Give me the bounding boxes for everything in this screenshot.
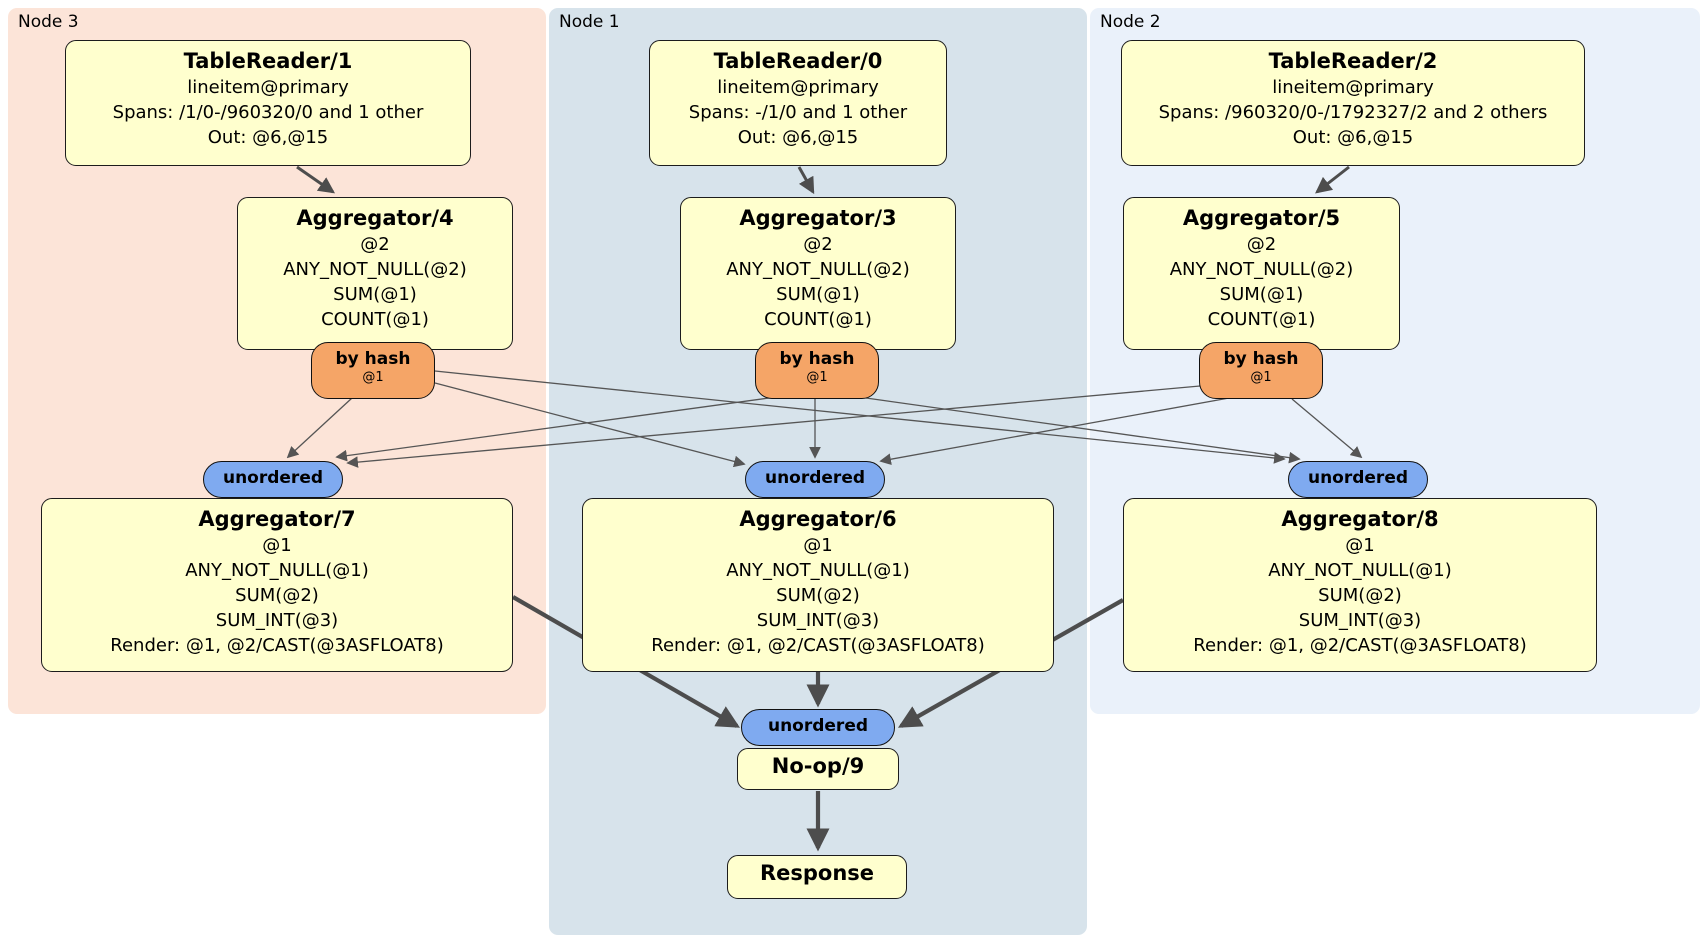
processor-detail: SUM_INT(@3) xyxy=(756,610,880,631)
router-label: by hash xyxy=(335,349,411,369)
processor-detail: COUNT(@1) xyxy=(764,309,872,330)
processor-response: Response xyxy=(727,855,907,899)
router-by-hash-left: by hash @1 xyxy=(311,342,435,399)
processor-detail: ANY_NOT_NULL(@1) xyxy=(1268,560,1452,581)
processor-detail: SUM_INT(@3) xyxy=(215,610,339,631)
processor-aggregator-5: Aggregator/5 @2 ANY_NOT_NULL(@2) SUM(@1)… xyxy=(1123,197,1400,350)
processor-title: No-op/9 xyxy=(771,754,865,778)
processor-title: TableReader/0 xyxy=(713,49,883,73)
processor-detail: Render: @1, @2/CAST(@3ASFLOAT8) xyxy=(1193,635,1527,656)
processor-title: TableReader/1 xyxy=(183,49,353,73)
processor-detail: lineitem@primary xyxy=(717,77,879,98)
processor-title: TableReader/2 xyxy=(1268,49,1438,73)
processor-detail: Spans: /1/0-/960320/0 and 1 other xyxy=(112,102,424,123)
processor-detail: ANY_NOT_NULL(@2) xyxy=(726,259,910,280)
processor-aggregator-3: Aggregator/3 @2 ANY_NOT_NULL(@2) SUM(@1)… xyxy=(680,197,956,350)
processor-detail: COUNT(@1) xyxy=(1207,309,1316,330)
processor-title: Aggregator/8 xyxy=(1281,507,1439,531)
processor-detail: Render: @1, @2/CAST(@3ASFLOAT8) xyxy=(651,635,985,656)
processor-detail: SUM(@2) xyxy=(1318,585,1402,606)
processor-detail: SUM(@1) xyxy=(776,284,860,305)
router-columns: @1 xyxy=(362,370,384,385)
processor-detail: COUNT(@1) xyxy=(321,309,429,330)
stream-unordered-middle: unordered xyxy=(745,461,885,498)
processor-noop-9: No-op/9 xyxy=(737,748,899,790)
stream-unordered-final: unordered xyxy=(741,709,895,746)
processor-aggregator-4: Aggregator/4 @2 ANY_NOT_NULL(@2) SUM(@1)… xyxy=(237,197,513,350)
processor-tablereader-1: TableReader/1 lineitem@primary Spans: /1… xyxy=(65,40,471,166)
processor-title: Aggregator/4 xyxy=(296,206,454,230)
processor-aggregator-8: Aggregator/8 @1 ANY_NOT_NULL(@1) SUM(@2)… xyxy=(1123,498,1597,672)
processor-title: Aggregator/6 xyxy=(739,507,897,531)
processor-tablereader-0: TableReader/0 lineitem@primary Spans: -/… xyxy=(649,40,947,166)
processor-title: Response xyxy=(759,861,875,885)
processor-detail: lineitem@primary xyxy=(187,77,349,98)
stream-unordered-right: unordered xyxy=(1288,461,1428,498)
processor-detail: @1 xyxy=(803,535,833,556)
processor-title: Aggregator/3 xyxy=(739,206,897,230)
processor-detail: SUM(@2) xyxy=(235,585,319,606)
processor-detail: Render: @1, @2/CAST(@3ASFLOAT8) xyxy=(110,635,444,656)
processor-title: Aggregator/7 xyxy=(198,507,356,531)
region-label-node3: Node 3 xyxy=(18,12,79,32)
processor-detail: Spans: -/1/0 and 1 other xyxy=(688,102,908,123)
processor-title: Aggregator/5 xyxy=(1182,206,1341,230)
processor-detail: Out: @6,@15 xyxy=(737,127,859,148)
processor-detail: Out: @6,@15 xyxy=(207,127,329,148)
processor-aggregator-6: Aggregator/6 @1 ANY_NOT_NULL(@1) SUM(@2)… xyxy=(582,498,1054,672)
router-columns: @1 xyxy=(1250,370,1272,385)
processor-detail: ANY_NOT_NULL(@1) xyxy=(726,560,910,581)
region-label-node1: Node 1 xyxy=(559,12,620,32)
router-by-hash-middle: by hash @1 xyxy=(755,342,879,399)
processor-detail: SUM(@1) xyxy=(1219,284,1304,305)
processor-detail: ANY_NOT_NULL(@1) xyxy=(185,560,369,581)
processor-detail: @2 xyxy=(803,234,833,255)
processor-detail: @2 xyxy=(360,234,390,255)
processor-detail: SUM(@2) xyxy=(776,585,860,606)
processor-detail: @2 xyxy=(1246,234,1277,255)
processor-detail: @1 xyxy=(1345,535,1375,556)
router-columns: @1 xyxy=(806,370,828,385)
processor-detail: ANY_NOT_NULL(@2) xyxy=(1169,259,1354,280)
processor-detail: SUM(@1) xyxy=(333,284,417,305)
processor-detail: ANY_NOT_NULL(@2) xyxy=(283,259,467,280)
stream-unordered-left: unordered xyxy=(203,461,343,498)
processor-detail: Out: @6,@15 xyxy=(1292,127,1414,148)
processor-detail: SUM_INT(@3) xyxy=(1298,610,1422,631)
processor-detail: @1 xyxy=(262,535,292,556)
processor-detail: lineitem@primary xyxy=(1272,77,1434,98)
processor-aggregator-7: Aggregator/7 @1 ANY_NOT_NULL(@1) SUM(@2)… xyxy=(41,498,513,672)
region-label-node2: Node 2 xyxy=(1100,12,1161,32)
router-label: by hash xyxy=(1223,349,1299,369)
processor-detail: Spans: /960320/0-/1792327/2 and 2 others xyxy=(1158,102,1548,123)
router-by-hash-right: by hash @1 xyxy=(1199,342,1323,399)
router-label: by hash xyxy=(779,349,855,369)
processor-tablereader-2: TableReader/2 lineitem@primary Spans: /9… xyxy=(1121,40,1585,166)
